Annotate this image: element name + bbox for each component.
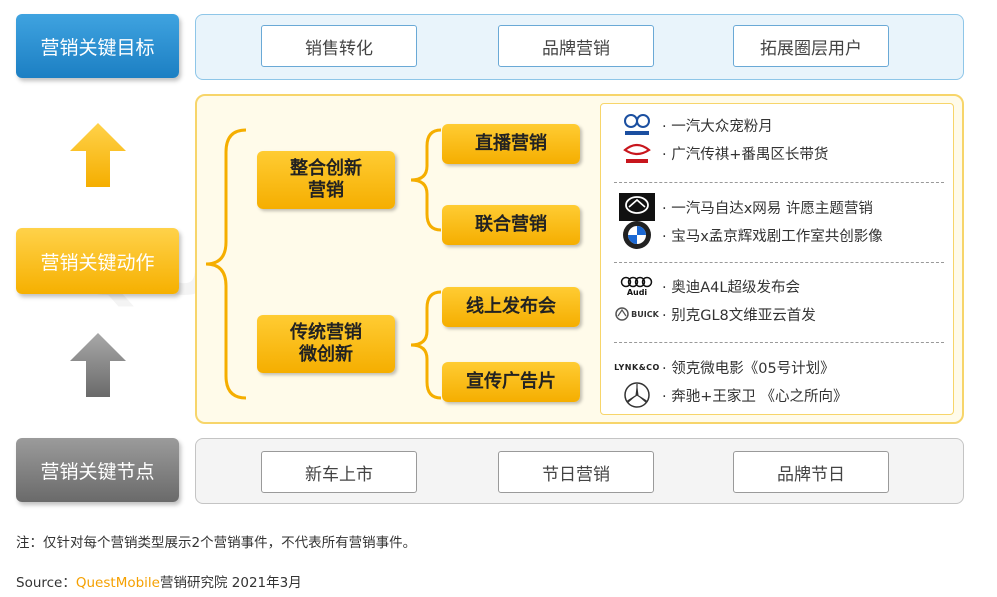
node-label: 营销关键节点 bbox=[16, 438, 179, 502]
case-text: · 奥迪A4L超级发布会 bbox=[662, 279, 800, 296]
audi-logo-text: Audi bbox=[626, 287, 648, 297]
sub-joint-marketing: 联合营销 bbox=[442, 205, 580, 245]
case-group-live: · 一汽大众宠粉月 · 广汽传祺+番禺区长带货 bbox=[612, 111, 952, 167]
case-text: · 宝马x孟京辉戏剧工作室共创影像 bbox=[662, 228, 883, 245]
lynkco-logo-text: LYNK&CO bbox=[614, 362, 660, 372]
action-label: 营销关键动作 bbox=[16, 228, 179, 294]
node-tag-festival: 节日营销 bbox=[498, 451, 654, 493]
brace-upper bbox=[410, 128, 442, 232]
goal-label: 营销关键目标 bbox=[16, 14, 179, 78]
goal-tag-brand: 品牌营销 bbox=[498, 25, 654, 67]
mercedes-logo-icon bbox=[612, 381, 662, 409]
buick-logo-icon: BUICK bbox=[612, 307, 662, 321]
source-suffix: 营销研究院 2021年3月 bbox=[159, 575, 302, 591]
divider bbox=[614, 262, 944, 263]
source-brand: QuestMobile bbox=[75, 575, 160, 591]
gac-trumpchi-logo-icon bbox=[612, 140, 662, 166]
case-item: · 宝马x孟京辉戏剧工作室共创影像 bbox=[612, 221, 952, 249]
case-item: Audi · 奥迪A4L超级发布会 bbox=[612, 272, 952, 300]
case-group-launch: Audi · 奥迪A4L超级发布会 BUICK · 别克GL8文维亚云首发 bbox=[612, 272, 952, 328]
case-item: · 广汽传祺+番禺区长带货 bbox=[612, 139, 952, 167]
sub-promo-video: 宣传广告片 bbox=[442, 362, 580, 402]
brace-lower bbox=[410, 290, 442, 400]
sub-live-streaming: 直播营销 bbox=[442, 124, 580, 164]
node-tag-brand-day: 品牌节日 bbox=[733, 451, 889, 493]
case-text: · 领克微电影《05号计划》 bbox=[662, 360, 835, 377]
bmw-logo-icon bbox=[612, 220, 662, 250]
brace-main bbox=[205, 128, 247, 400]
case-panel bbox=[600, 103, 954, 415]
category-traditional-micro-innovation: 传统营销 微创新 bbox=[257, 315, 395, 373]
audi-logo-icon: Audi bbox=[612, 276, 662, 297]
footnote: 注：仅针对每个营销类型展示2个营销事件，不代表所有营销事件。 bbox=[16, 535, 417, 551]
source-prefix: Source： bbox=[16, 575, 76, 591]
divider bbox=[614, 342, 944, 343]
case-text: · 奔驰+王家卫 《心之所向》 bbox=[662, 388, 848, 405]
up-arrow-gray-icon bbox=[70, 333, 126, 397]
goal-tag-users: 拓展圈层用户 bbox=[733, 25, 889, 67]
divider bbox=[614, 182, 944, 183]
case-item: · 奔驰+王家卫 《心之所向》 bbox=[612, 381, 952, 409]
case-text: · 一汽大众宠粉月 bbox=[662, 118, 773, 135]
case-item: BUICK · 别克GL8文维亚云首发 bbox=[612, 300, 952, 328]
mazda-logo-icon bbox=[612, 193, 662, 221]
case-text: · 一汽马自达x网易 许愿主题营销 bbox=[662, 200, 873, 217]
source-line: Source：QuestMobile营销研究院 2021年3月 bbox=[16, 571, 302, 591]
buick-logo-text: BUICK bbox=[631, 309, 659, 319]
goal-tag-sales: 销售转化 bbox=[261, 25, 417, 67]
case-item: LYNK&CO · 领克微电影《05号计划》 bbox=[612, 353, 952, 381]
node-tag-new-car: 新车上市 bbox=[261, 451, 417, 493]
category-integrated-innovation: 整合创新 营销 bbox=[257, 151, 395, 209]
case-text: · 别克GL8文维亚云首发 bbox=[662, 307, 816, 324]
lynkco-logo-icon: LYNK&CO bbox=[612, 363, 662, 372]
case-item: · 一汽马自达x网易 许愿主题营销 bbox=[612, 193, 952, 221]
up-arrow-gold-icon bbox=[70, 123, 126, 187]
faw-vw-logo-icon bbox=[612, 112, 662, 138]
case-group-joint: · 一汽马自达x网易 许愿主题营销 · 宝马x孟京辉戏剧工作室共创影像 bbox=[612, 193, 952, 249]
case-item: · 一汽大众宠粉月 bbox=[612, 111, 952, 139]
sub-online-launch: 线上发布会 bbox=[442, 287, 580, 327]
case-group-video: LYNK&CO · 领克微电影《05号计划》 · 奔驰+王家卫 《心之所向》 bbox=[612, 353, 952, 409]
case-text: · 广汽传祺+番禺区长带货 bbox=[662, 146, 829, 163]
